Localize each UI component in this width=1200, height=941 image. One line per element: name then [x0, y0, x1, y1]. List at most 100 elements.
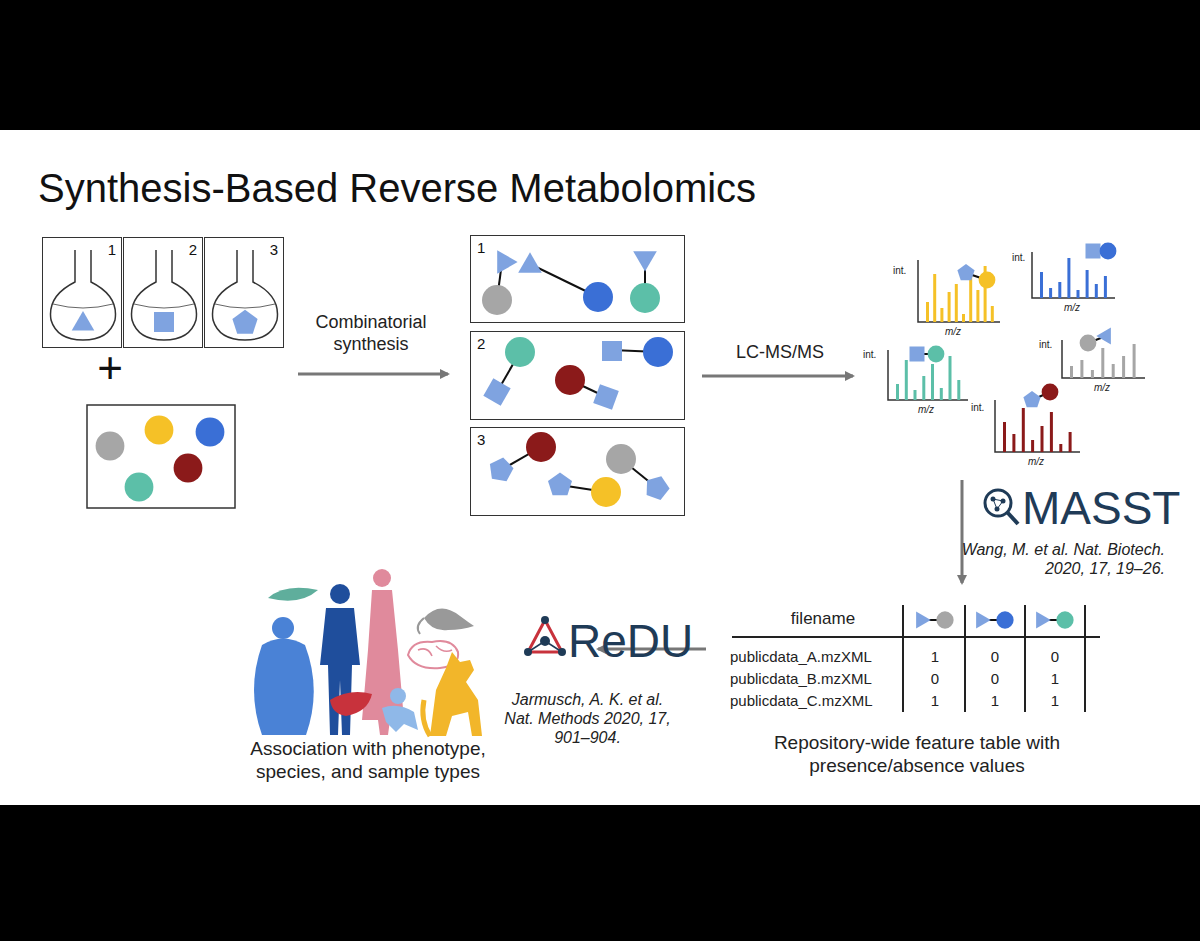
molecule-circle: [555, 365, 585, 395]
molecule-circle: [979, 272, 996, 289]
spectrum-peak: [1101, 348, 1104, 378]
flask-liquid: [215, 304, 275, 308]
arrow-label: LC-MS/MS: [712, 342, 848, 364]
flask-outline: [213, 250, 278, 340]
tool-logo: ReDU: [568, 614, 693, 669]
molecule-square: [154, 312, 174, 332]
table-header: filename: [758, 609, 888, 629]
molecule-pentagon: [232, 310, 257, 334]
spectrum-peak: [949, 356, 952, 400]
molecule-circle: [145, 416, 174, 445]
molecule-pentagon: [957, 264, 974, 280]
spectrum-peak: [1041, 426, 1044, 452]
citation: Wang, M. et al. Nat. Biotech. 2020, 17, …: [955, 540, 1165, 578]
process-arrow: [961, 480, 964, 583]
spectrum-peak: [1022, 408, 1025, 452]
molecule-circle: [1100, 243, 1117, 260]
box-number: 1: [108, 241, 116, 258]
flask-box: 3: [204, 237, 284, 348]
spectrum-peak: [1086, 270, 1089, 298]
molecule-square: [483, 378, 510, 405]
spectrum-peak: [1080, 360, 1083, 378]
table-cell: 1: [1045, 670, 1065, 688]
spectrum-peak: [969, 276, 972, 322]
molecule-circle: [643, 337, 673, 367]
table-cell: publicdata_A.mzXML: [730, 648, 872, 666]
spectrum-peak: [1095, 284, 1098, 298]
molecule-circle: [96, 432, 125, 461]
table-cell: 1: [1045, 692, 1065, 710]
spectrum-peak: [1012, 434, 1015, 452]
product-box: 1: [470, 235, 685, 323]
flask-outline: [51, 250, 116, 340]
spectrum-axes: [1062, 340, 1145, 378]
spectrum-peak: [1031, 440, 1034, 452]
figure-caption: Association with phenotype, species, and…: [228, 738, 508, 784]
molecule-circle: [125, 473, 154, 502]
molecule-circle: [1056, 611, 1073, 628]
axis-label: int.: [893, 265, 906, 277]
box-number: 2: [477, 335, 485, 352]
process-arrow: [298, 373, 448, 376]
spectrum-peak: [991, 306, 994, 322]
spectrum-axes: [1032, 252, 1115, 298]
spectrum-peak: [948, 292, 951, 322]
spectrum-peak: [940, 388, 943, 400]
spectrum-peak: [940, 308, 943, 322]
masst-icon: [985, 490, 1018, 524]
table-cell: 0: [925, 670, 945, 688]
table-rule: [732, 636, 1100, 638]
product-box: 3: [470, 427, 685, 516]
molecule-circle: [174, 454, 203, 483]
spectrum-peak: [1133, 344, 1136, 378]
table-cell: 0: [985, 670, 1005, 688]
molecule-triangle: [518, 252, 542, 272]
flask-box: 1: [42, 237, 122, 348]
axis-label: m/z: [1028, 456, 1044, 468]
molecule-pentagon: [1023, 391, 1040, 407]
slide-title: Synthesis-Based Reverse Metabolomics: [38, 164, 756, 212]
spectrum-peak: [914, 390, 917, 400]
table-cell: 1: [925, 648, 945, 666]
spectrum-peak: [1067, 258, 1070, 298]
spectrum-peak: [1050, 412, 1053, 452]
box-number: 1: [477, 239, 485, 256]
spectrum-peak: [1077, 290, 1080, 298]
spectrum-peak: [1112, 364, 1115, 378]
molecule-circle: [630, 283, 660, 313]
molecule-circle: [996, 611, 1013, 628]
table-cell: 1: [985, 692, 1005, 710]
axis-label: int.: [971, 402, 984, 414]
table-cell: publicdata_B.mzXML: [730, 670, 872, 688]
table-caption: Repository-wide feature table with prese…: [762, 732, 1072, 778]
molecule-circle: [482, 285, 512, 315]
molecule-circle: [526, 432, 556, 462]
molecule-triangle: [976, 612, 991, 629]
spectrum-peak: [1104, 276, 1107, 298]
spectrum-peak: [962, 314, 965, 322]
spectrum-peak: [1003, 422, 1006, 452]
spectrum-peak: [1059, 444, 1062, 452]
table-cell: publicdata_C.mzXML: [730, 692, 873, 710]
axis-label: m/z: [1094, 382, 1110, 394]
spectrum-axes: [995, 400, 1080, 452]
molecule-pentagon: [490, 458, 514, 482]
axis-label: m/z: [918, 404, 934, 416]
box-number: 2: [189, 241, 197, 258]
table-cell: 1: [925, 692, 945, 710]
spectrum-peak: [1058, 282, 1061, 298]
molecule-circle: [505, 337, 535, 367]
molecule-triangle: [497, 250, 517, 274]
citation: Jarmusch, A. K. et al. Nat. Methods 2020…: [500, 690, 675, 748]
table-rule: [964, 605, 966, 712]
flask-liquid: [53, 304, 113, 308]
redu-icon: [524, 616, 566, 656]
molecule-triangle: [72, 311, 95, 331]
molecule-circle: [1080, 335, 1097, 352]
spectrum-peak: [905, 360, 908, 400]
molecule-pentagon: [647, 476, 670, 500]
spectrum-peak: [1069, 432, 1072, 452]
molecule-square: [910, 347, 925, 362]
spectrum-peak: [976, 290, 979, 322]
molecule-square: [602, 341, 622, 361]
